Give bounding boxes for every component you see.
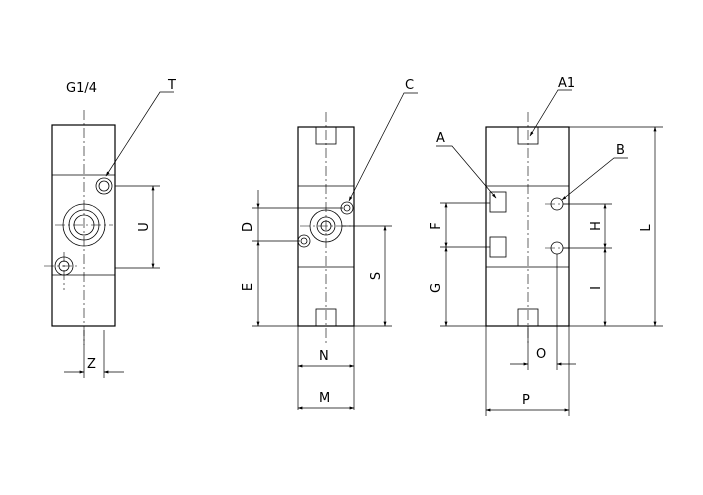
leader-t: [105, 91, 174, 177]
label-d: D: [241, 222, 256, 232]
dimension-p: P: [485, 326, 570, 416]
side-view-body: [51, 124, 116, 327]
label-m: M: [319, 391, 330, 406]
label-z: Z: [87, 357, 96, 372]
label-a1: A1: [558, 76, 575, 91]
label-i: I: [589, 286, 604, 290]
label-p: P: [522, 393, 530, 408]
label-t: T: [167, 78, 176, 93]
leader-a1: [529, 89, 572, 137]
dimension-u: U: [115, 185, 160, 269]
dimension-g: G: [429, 246, 486, 327]
label-a: A: [436, 131, 445, 146]
dimension-o: O: [510, 254, 576, 416]
label-f: F: [429, 222, 444, 229]
dimension-s: S: [342, 225, 392, 327]
label-h: H: [589, 221, 604, 231]
label-o: O: [536, 347, 546, 362]
dimension-h: H: [563, 203, 612, 249]
label-e: E: [241, 283, 256, 291]
front-view: C D E S N: [241, 78, 418, 410]
dimension-m: M: [297, 391, 355, 410]
dimension-i: I: [569, 247, 612, 327]
port-t-circle: [95, 177, 113, 195]
rear-view-body: [485, 126, 570, 327]
leader-b: [561, 157, 628, 201]
label-l: L: [639, 224, 654, 232]
label-thread: G1/4: [66, 81, 97, 96]
leader-a: [436, 145, 497, 199]
dimension-d: D: [241, 190, 343, 242]
label-n: N: [319, 349, 329, 364]
dimension-n: N: [297, 326, 355, 410]
label-g: G: [429, 283, 444, 293]
front-bottom-port: [315, 308, 337, 327]
label-c: C: [405, 78, 414, 93]
dimension-e: E: [241, 240, 298, 327]
side-view: T G1/4 U Z: [44, 78, 176, 378]
rear-view: A1 A B F G H I: [429, 76, 663, 416]
dimension-f: F: [429, 202, 490, 248]
port-a-lower: [489, 236, 507, 258]
mount-hole-circle: [44, 252, 78, 290]
dimension-l: L: [569, 126, 663, 327]
label-b: B: [616, 143, 625, 158]
label-u: U: [137, 222, 152, 232]
main-port-circle: [55, 203, 113, 247]
label-s: S: [369, 272, 384, 280]
dimension-z: Z: [64, 330, 124, 378]
port-a-upper: [489, 191, 507, 213]
leader-c: [348, 92, 418, 202]
